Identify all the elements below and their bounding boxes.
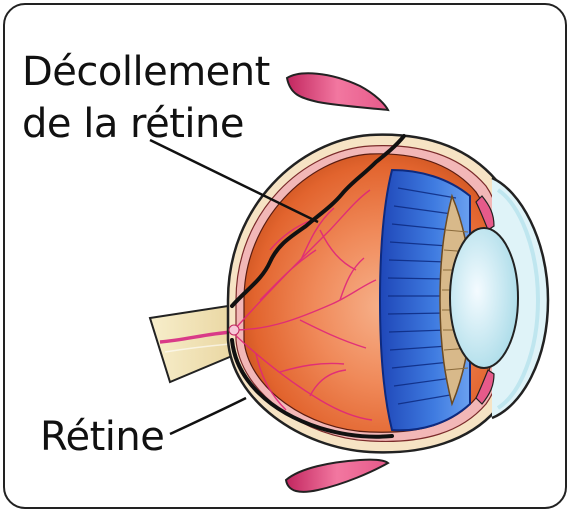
- optic-nerve: [150, 306, 232, 382]
- retina-label: Rétine: [40, 413, 164, 461]
- detachment-label-line1: Décollement: [22, 48, 270, 96]
- upper-muscle: [287, 73, 388, 110]
- lower-muscle: [286, 460, 388, 492]
- leader-line-retina: [170, 398, 246, 434]
- lens: [450, 228, 518, 368]
- detachment-label-line2: de la rétine: [22, 100, 244, 148]
